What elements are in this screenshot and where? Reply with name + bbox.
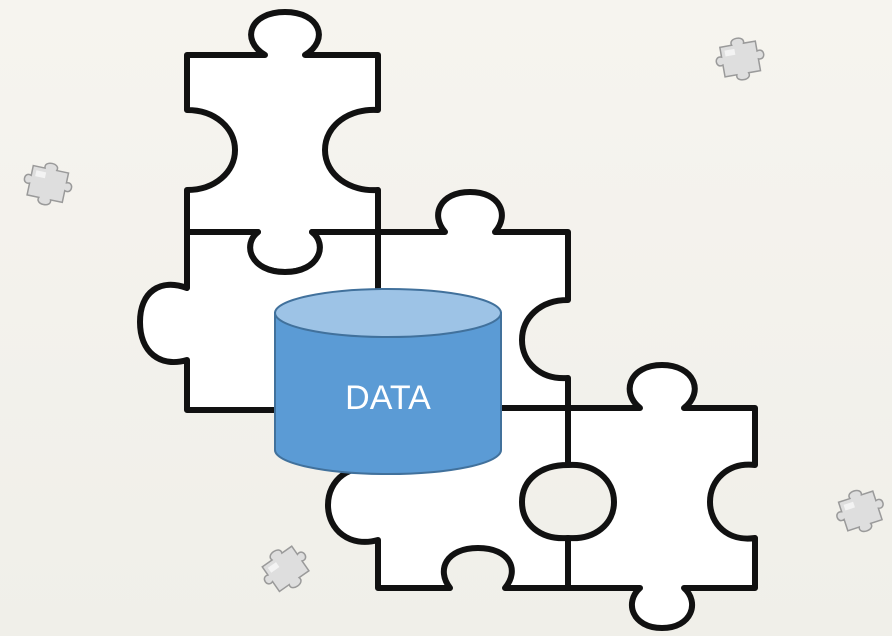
database-cylinder-icon: DATA [274,288,502,475]
puzzle-piece-icon [715,37,765,81]
puzzle-piece-icon [261,545,310,593]
database-body [274,312,502,475]
puzzle-piece-icon [23,162,73,206]
puzzle-piece-icon [836,489,884,533]
database-top [274,288,502,338]
puzzle-piece-5 [565,362,758,631]
puzzle-piece-1 [184,9,381,275]
database-label: DATA [345,379,431,417]
